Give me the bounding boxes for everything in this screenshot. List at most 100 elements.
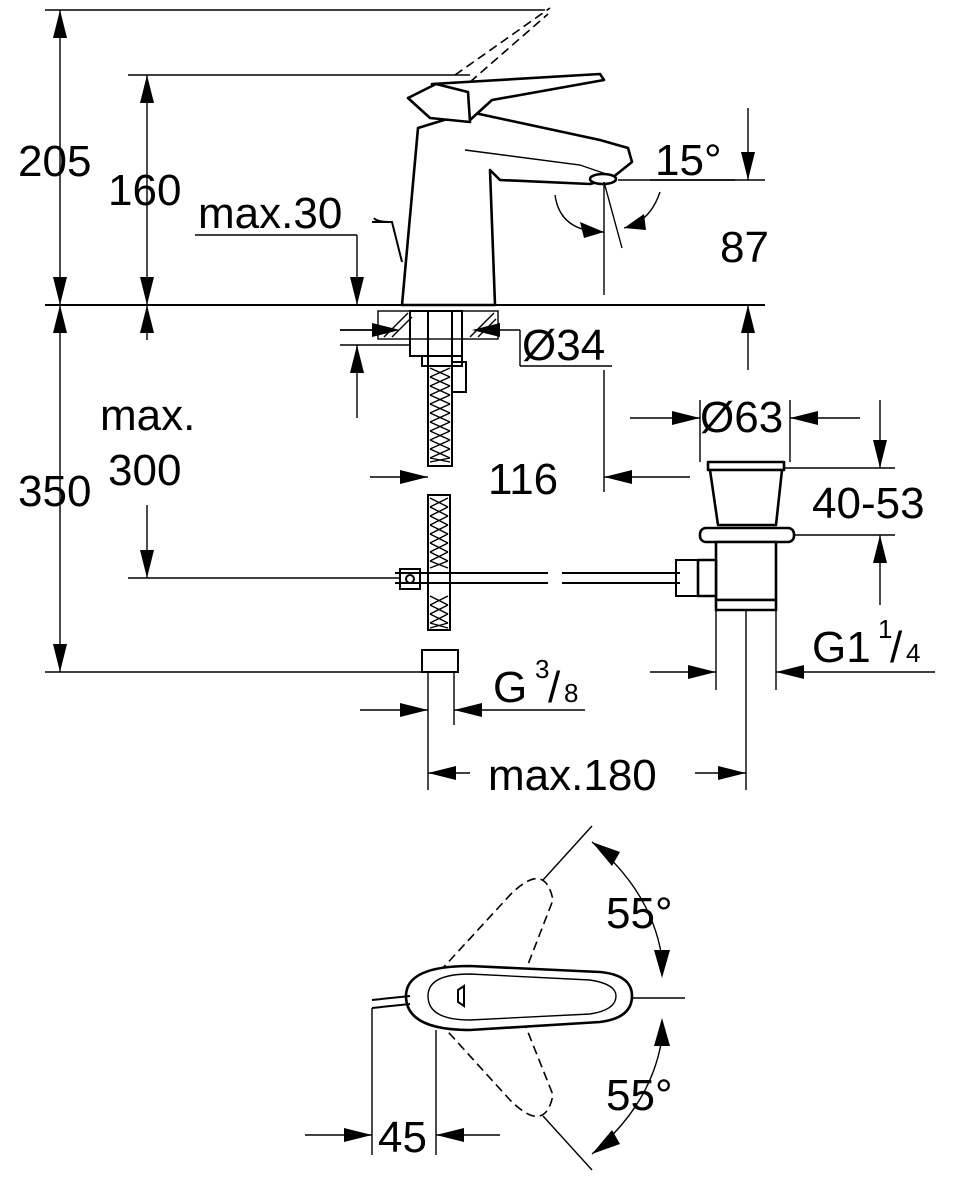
waste-locknut [698,526,796,544]
lever-open-dashed-line-2 [469,13,549,83]
g114-base: G1 [812,623,871,672]
arrowhead [140,305,154,333]
dim-label-55deg-upper: 55° [606,889,673,938]
arrowhead [592,842,620,866]
dim-label-116: 116 [488,455,558,504]
braid-stroke [429,403,451,414]
arrowhead [592,1130,620,1154]
arrowhead [604,470,632,484]
waste-body [708,468,784,527]
g114-slash: / [890,623,903,672]
pop-up-clip-screw [405,574,415,584]
braid-stroke [429,385,451,396]
dim-label-300: 300 [108,446,181,495]
deck-hatch [469,312,495,338]
plan-view: 55° 55° 45 [305,825,685,1171]
dim-label-55deg-lower: 55° [606,1071,673,1120]
arrowhead [436,1128,464,1142]
flexible-hoses [421,310,467,673]
arrowhead [350,345,364,373]
waste-tail [714,540,778,602]
aerator [588,172,618,186]
braid-stroke [429,560,449,569]
arrowhead [140,550,154,578]
dim-label-g114: G1 1 / 4 [812,614,920,672]
g38-base: G [493,663,527,712]
spout-angled-axis [603,181,623,249]
arrowhead [428,766,456,780]
g114-numerator: 1 [878,614,892,644]
braid-stroke [429,448,451,459]
lever-top-view [404,964,634,1032]
arrowhead [741,152,755,180]
arrowhead [741,305,755,333]
braid-stroke [429,551,449,562]
dim-label-4053: 40-53 [812,479,925,528]
pull-rod-top-2 [371,1003,411,1009]
waste-side-connector [696,558,718,598]
pull-rod [372,217,403,263]
arrowhead [624,214,646,230]
dim-label-max: max. [100,391,195,440]
angle-ref-lower [542,1115,593,1171]
arrowhead [776,665,804,679]
hose-braid-pattern [429,367,451,629]
deck-hatch [391,316,413,338]
angle-ref-upper [542,825,593,881]
braid-stroke [429,613,449,624]
dim-label-45: 45 [378,1113,427,1162]
arrowhead [718,766,746,780]
braid-stroke [429,421,451,432]
lever-top-inner [427,973,617,1021]
arrowhead [790,411,818,425]
pull-rod-top [371,995,411,1001]
braid-stroke [429,457,451,463]
waste-outlet [714,598,778,612]
waste-flange [706,460,786,472]
arrowhead [350,277,364,305]
spout-underside [464,149,613,177]
hose-nut [421,649,459,673]
arrowhead [654,1018,670,1046]
braid-stroke [429,376,451,387]
arrowhead [140,277,154,305]
arrowhead [454,703,482,717]
braid-stroke [429,430,451,441]
arrowhead [873,440,887,468]
braid-stroke [429,412,451,423]
dim-label-160: 160 [108,166,181,215]
g38-slash: / [548,663,561,712]
lever-open-dashed-line [454,7,551,76]
g38-numerator: 3 [535,654,549,684]
arrowhead [580,222,604,238]
arrowhead [472,323,500,337]
braid-stroke [429,595,449,606]
braid-stroke [429,506,449,517]
braid-stroke [429,533,449,544]
mounting-shank [409,310,463,357]
arrowhead [372,323,400,337]
braid-stroke [429,524,449,535]
arrowhead [654,950,670,978]
hose-upper [427,310,453,467]
arrowhead [672,411,700,425]
braid-stroke [429,367,451,378]
arrowhead [53,277,67,305]
arrowhead [873,535,887,563]
arrowhead [53,305,67,333]
dim-label-max30: max.30 [198,189,342,238]
arrowhead [344,1128,372,1142]
braid-stroke [429,394,451,405]
hose-lower [427,494,451,631]
pop-up-knurled-nut [675,559,699,597]
waste-fitting [696,460,796,612]
dim-label-max180: max.180 [488,751,657,800]
arrowhead [400,703,428,717]
pop-up-clip [399,568,421,590]
braid-stroke [429,622,449,629]
dim-label-d63: Ø63 [700,393,783,442]
hose-connector [451,361,467,393]
dim-label-d34: Ø34 [522,321,605,370]
cold-indicator [457,984,465,1008]
